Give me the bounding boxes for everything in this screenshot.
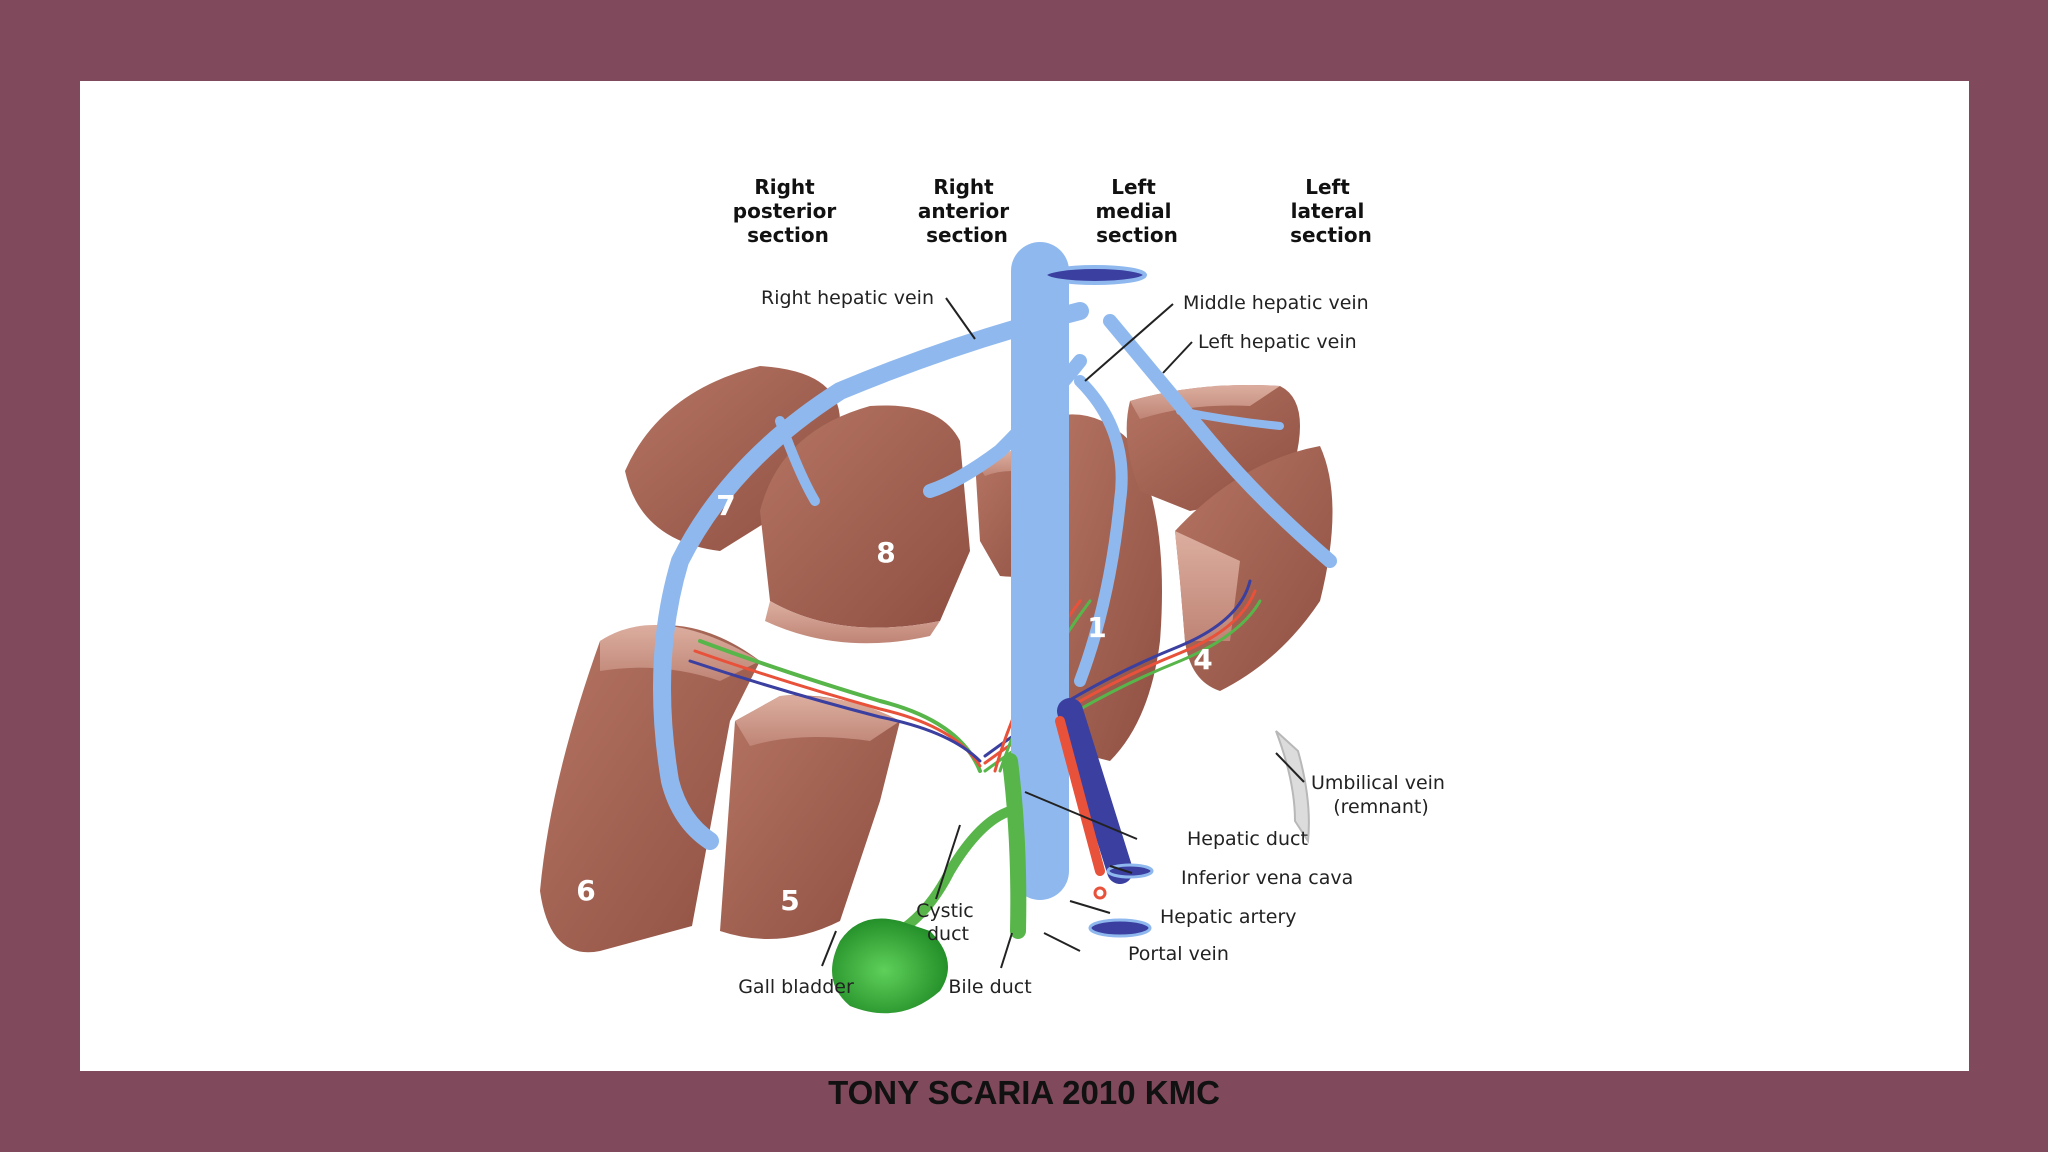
liver-segments-diagram: 7 8 1 4 2 3 6 5 Right posterior section … (540, 175, 1451, 1014)
header-right-posterior: Right posterior section (733, 175, 843, 247)
label-hepatic-duct: Hepatic duct (1187, 828, 1308, 850)
label-inferior-vena-cava: Inferior vena cava (1181, 867, 1353, 889)
label-gall-bladder: Gall bladder (738, 976, 854, 998)
liver-segment-8 (760, 405, 970, 644)
label-middle-hepatic-vein: Middle hepatic vein (1183, 292, 1369, 314)
segment-number-1: 1 (1087, 611, 1106, 644)
label-cystic-duct: Cystic duct (916, 900, 980, 945)
hepatic-venous-system (653, 242, 1337, 900)
liver-segment-5 (720, 695, 900, 939)
callout-labels: Right hepatic vein Middle hepatic vein L… (738, 287, 1451, 998)
label-right-hepatic-vein: Right hepatic vein (761, 287, 934, 309)
label-umbilical-vein: Umbilical vein (remnant) (1311, 772, 1451, 818)
segment-number-5: 5 (780, 884, 799, 917)
gall-bladder (832, 918, 948, 1014)
header-left-medial: Left medial section (1096, 175, 1179, 247)
segment-number-8: 8 (876, 536, 895, 569)
segment-number-7: 7 (716, 489, 735, 522)
section-headers: Right posterior section Right anterior s… (733, 175, 1372, 247)
leader-lines (821, 297, 1305, 969)
header-right-anterior: Right anterior section (918, 175, 1016, 247)
slide-panel: 7 8 1 4 2 3 6 5 Right posterior section … (80, 81, 1969, 1071)
footer-credit: TONY SCARIA 2010 KMC (828, 1074, 1220, 1111)
label-left-hepatic-vein: Left hepatic vein (1198, 331, 1357, 353)
segment-number-2: 2 (1342, 514, 1361, 547)
segment-numbers: 7 8 1 4 2 3 6 5 (576, 489, 1423, 917)
segment-number-4: 4 (1193, 643, 1212, 676)
segment-number-6: 6 (576, 874, 595, 907)
umbilical-vein-remnant (1275, 730, 1310, 844)
segment-number-3: 3 (1404, 691, 1423, 724)
label-portal-vein: Portal vein (1128, 943, 1229, 965)
liver-segment-6 (540, 625, 760, 953)
label-hepatic-artery: Hepatic artery (1160, 906, 1297, 928)
label-bile-duct: Bile duct (948, 976, 1031, 998)
hilar-vessels (895, 698, 1154, 939)
liver-segment-3 (1175, 446, 1333, 691)
header-left-lateral: Left lateral section (1290, 175, 1372, 247)
